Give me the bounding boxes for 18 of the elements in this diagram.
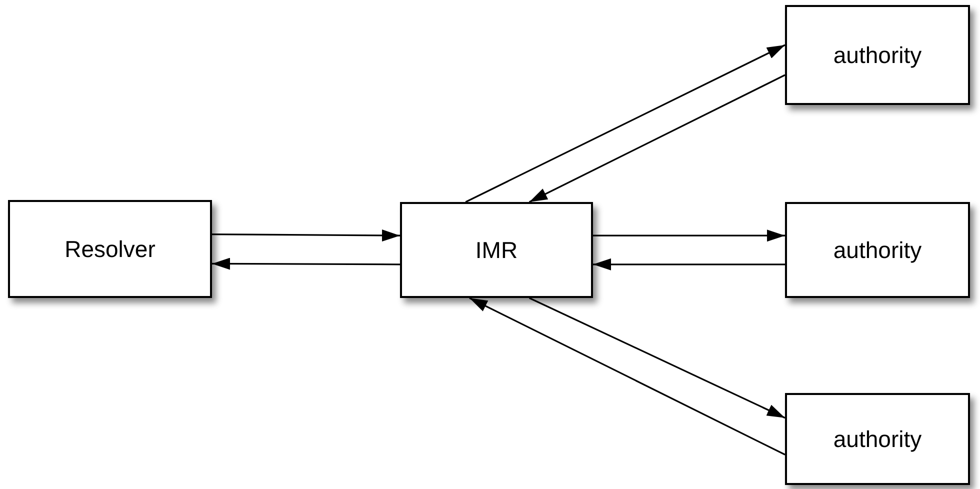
process-box <box>8 200 212 298</box>
box-label: Resolver <box>64 234 156 264</box>
process-box <box>785 393 970 485</box>
arrow <box>593 230 785 242</box>
arrow <box>469 297 786 456</box>
arrow <box>212 258 400 270</box>
arrow <box>593 258 785 270</box>
box-label: authority <box>833 424 922 454</box>
process-box <box>400 202 593 298</box>
box-label: authority <box>833 236 922 265</box>
arrow <box>528 74 786 203</box>
process-box <box>785 5 970 105</box>
arrow <box>465 44 786 203</box>
arrow <box>212 229 400 242</box>
process-box <box>785 202 970 298</box>
arrow <box>528 297 786 419</box>
box-label: IMR <box>475 236 518 265</box>
box-label: authority <box>833 40 922 70</box>
